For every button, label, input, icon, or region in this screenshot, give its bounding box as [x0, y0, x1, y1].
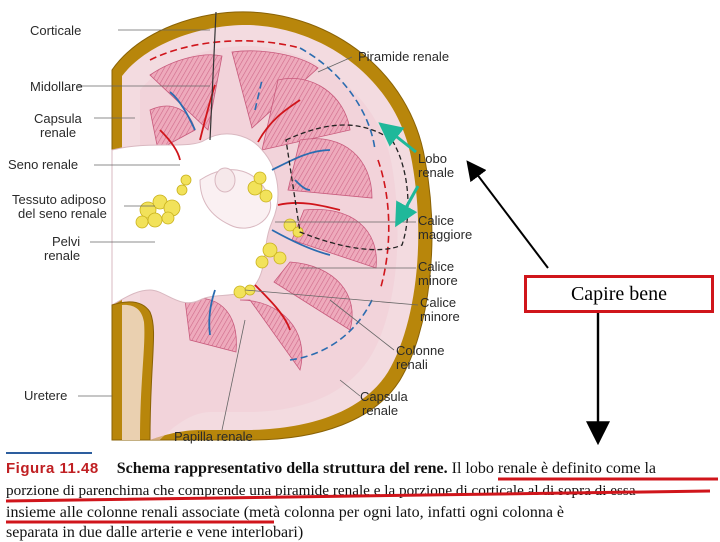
label-papilla-renale: Papilla renale [174, 429, 253, 444]
kidney-diagram [78, 11, 610, 446]
leader-lines [78, 29, 419, 431]
label-capsula-right-1: Capsula [360, 389, 408, 404]
pyramid-top [231, 50, 319, 129]
pyramid-bottom [239, 299, 303, 371]
label-midollare: Midollare [30, 79, 83, 94]
label-uretere: Uretere [24, 388, 68, 403]
label-colonne-2: renali [396, 357, 428, 372]
adipose-tissue [135, 171, 304, 299]
pyramid-top-left [149, 54, 223, 131]
label-capsula-right-2: renale [362, 403, 399, 418]
arrow-to-lobe [466, 160, 549, 269]
caption-underlined: insieme alle colonne renali associate [6, 504, 240, 521]
label-corticale: Corticale [30, 23, 82, 38]
caption-figure-number: Figura 11.48 [6, 460, 99, 477]
renal-lobe-outline [285, 124, 409, 251]
label-pelvi-2: renale [44, 248, 81, 263]
label-tessuto-2: del seno renale [18, 206, 107, 221]
label-lobo-1: Lobo [418, 151, 447, 166]
label-pelvi-1: Pelvi [52, 234, 81, 249]
label-calice-minore-b-2: minore [420, 309, 460, 324]
label-colonne-1: Colonne [396, 343, 445, 358]
label-seno-renale: Seno renale [8, 157, 79, 172]
label-calice-maggiore-2: maggiore [418, 227, 473, 242]
note-box: Capire bene [524, 275, 714, 313]
teal-arrows [378, 122, 420, 228]
caption-title: Schema rappresentativo della struttura d… [116, 460, 448, 477]
label-calice-minore-a-2: minore [418, 273, 458, 288]
label-calice-minore-b-1: Calice [420, 295, 457, 310]
note-text: Capire bene [570, 282, 668, 305]
label-capsula-left-2: renale [40, 125, 77, 140]
caption-line-1: Figura 11.48 Schema rappresentativo dell… [6, 460, 656, 478]
caption-line-3: insieme alle colonne renali associate (m… [6, 504, 564, 522]
label-tessuto-1: Tessuto adiposo [12, 192, 106, 207]
label-calice-minore-a-1: Calice [418, 259, 455, 274]
label-capsula-left-1: Capsula [34, 111, 82, 126]
pyramid-upper-right [261, 78, 351, 151]
caption-line-4: separata in due dalle arterie e vene int… [6, 524, 304, 541]
caption-line3-rest: (metà colonna per ogni lato, infatti ogn… [239, 504, 565, 521]
vessels [159, 84, 341, 336]
figure-bar [6, 452, 92, 454]
label-lobo-2: renale [418, 165, 455, 180]
arcuate-vessels [149, 40, 390, 361]
caption-line1-rest: Il lobo renale è definito come la [447, 460, 657, 477]
label-calice-maggiore-1: Calice [418, 213, 455, 228]
red-underlines [5, 477, 718, 524]
label-piramide-renale: Piramide renale [358, 49, 450, 64]
renal-pelvis [214, 167, 236, 193]
